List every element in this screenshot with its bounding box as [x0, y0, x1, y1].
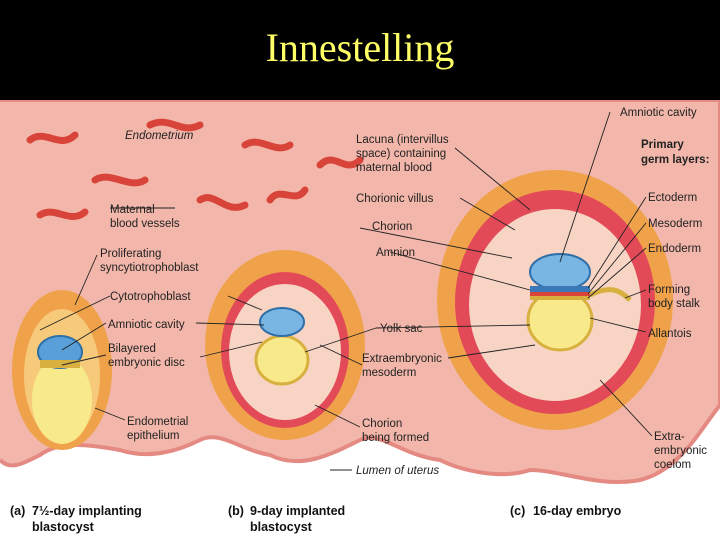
leader-line	[195, 322, 265, 326]
label-chorion-forming-2: being formed	[362, 432, 429, 444]
leader-line	[587, 196, 647, 289]
leader-line	[375, 324, 531, 329]
leader-line	[199, 341, 263, 358]
label-yolk-sac: Yolk sac	[380, 323, 423, 335]
leader-line	[624, 289, 647, 299]
caption-c-prefix: (c)	[510, 504, 525, 518]
label-lacuna-3: maternal blood	[356, 162, 432, 174]
label-endometrial-epithelium-2: epithelium	[127, 430, 179, 442]
label-allantois: Allantois	[648, 328, 692, 340]
label-extraembryonic-mesoderm-2: mesoderm	[362, 367, 416, 379]
leader-line	[447, 344, 536, 359]
leader-line	[359, 227, 513, 259]
leader-line	[74, 254, 98, 306]
label-proliferating-1: Proliferating	[100, 248, 161, 260]
label-extraembryonic-mesoderm-1: Extraembryonic	[362, 353, 442, 365]
leader-line	[459, 197, 516, 231]
label-lacuna-2: space) containing	[356, 148, 446, 160]
blood-vessel	[266, 186, 309, 204]
amniotic-cavity-c	[529, 253, 591, 291]
blastocyst-cavity-a	[32, 356, 92, 444]
caption-c-line1: 16-day embryo	[533, 504, 622, 518]
blood-vessel	[36, 208, 89, 221]
mesoderm-layer	[530, 292, 590, 296]
leader-line	[319, 344, 363, 366]
label-chorionic-villus: Chorionic villus	[356, 193, 434, 205]
blood-vessel	[26, 131, 79, 144]
caption-b-line2: blastocyst	[250, 520, 313, 534]
label-primary-germ-2: germ layers:	[641, 154, 709, 166]
title-bar: Innestelling	[0, 0, 720, 100]
label-lacuna-1: Lacuna (intervillus	[356, 134, 449, 146]
label-ectoderm: Ectoderm	[648, 192, 697, 204]
caption-a-prefix: (a)	[10, 504, 25, 518]
leader-line	[227, 295, 263, 311]
label-endometrial-epithelium-1: Endometrial	[127, 416, 188, 428]
label-bilayered-2: embryonic disc	[108, 357, 185, 369]
ectoderm-layer	[530, 286, 590, 292]
leader-line	[314, 404, 361, 428]
body-stalk	[588, 287, 632, 302]
leader-line	[39, 295, 111, 331]
label-maternal-vessels-1: Maternal	[110, 204, 155, 216]
leader-line	[61, 354, 107, 366]
slide-title: Innestelling	[265, 25, 455, 70]
label-chorion: Chorion	[372, 221, 412, 233]
label-lumen-of-uterus: Lumen of uterus	[356, 465, 439, 477]
blood-vessel	[146, 118, 204, 132]
label-endometrium: Endometrium	[125, 130, 194, 142]
label-maternal-vessels-2: blood vessels	[110, 218, 180, 230]
amniotic-cavity-b	[259, 307, 305, 337]
caption-a-line2: blastocyst	[32, 520, 95, 534]
leader-lines	[39, 111, 653, 471]
implantation-diagram: Endometrium Maternal blood vessels Proli…	[0, 100, 720, 540]
endometrial-epithelium-edge	[0, 100, 720, 485]
implantation-figure: Endometrium Maternal blood vessels Proli…	[0, 100, 720, 540]
label-body-stalk-2: body stalk	[648, 298, 700, 310]
label-amniotic-cavity-c: Amniotic cavity	[620, 107, 697, 119]
embryo-c	[437, 170, 673, 430]
blood-vessel	[316, 156, 364, 169]
leader-line	[61, 322, 107, 351]
label-chorion-forming-1: Chorion	[362, 418, 402, 430]
leader-line	[304, 327, 377, 353]
blastocyst-a	[12, 290, 112, 450]
yolk-sac-b	[254, 334, 310, 386]
blastocyst-b	[205, 250, 365, 440]
blood-vessel	[196, 194, 249, 211]
leader-line	[94, 407, 126, 421]
label-coelom-1: Extra-	[654, 431, 685, 443]
labels: Endometrium Maternal blood vessels Proli…	[100, 107, 709, 477]
leader-line	[587, 222, 647, 295]
label-coelom-2: embryonic	[654, 445, 707, 457]
leader-line	[589, 317, 647, 333]
caption-b-line1: 9-day implanted	[250, 504, 345, 518]
caption-a-line1: 7½-day implanting	[32, 504, 142, 518]
leader-line	[454, 147, 531, 211]
embryonic-disc-a	[40, 360, 80, 368]
label-cytotrophoblast: Cytotrophoblast	[110, 291, 191, 303]
label-endoderm: Endoderm	[648, 243, 701, 255]
endoderm-layer	[530, 296, 590, 300]
leader-line	[599, 379, 653, 437]
leader-line	[559, 111, 611, 263]
leader-line	[389, 251, 531, 291]
label-coelom-3: coelom	[654, 459, 691, 471]
label-amniotic-cavity-a: Amniotic cavity	[108, 319, 185, 331]
caption-b-prefix: (b)	[228, 504, 244, 518]
label-bilayered-1: Bilayered	[108, 343, 156, 355]
label-mesoderm: Mesoderm	[648, 218, 702, 230]
blood-vessel	[241, 138, 294, 152]
blood-vessel	[91, 173, 149, 187]
leader-line	[587, 247, 647, 299]
label-amnion: Amnion	[376, 247, 415, 259]
label-proliferating-2: syncytiotrophoblast	[100, 262, 199, 274]
label-body-stalk-1: Forming	[648, 284, 690, 296]
captions: (a) 7½-day implanting blastocyst (b) 9-d…	[10, 504, 622, 534]
label-primary-germ-1: Primary	[641, 139, 684, 151]
maternal-blood-vessels	[26, 118, 364, 221]
